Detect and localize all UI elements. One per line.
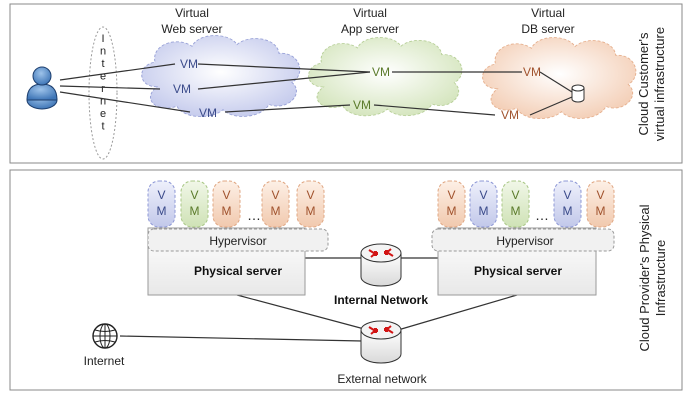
- right_server-vm-1-letter: V: [447, 188, 455, 202]
- right-hypervisor-box: [431, 228, 615, 252]
- left_server-vm-3: [212, 180, 241, 228]
- bottom-panel-title-line2: Infrastructure: [653, 240, 668, 317]
- right-hypervisor-label: Hypervisor: [496, 234, 553, 248]
- right_server-vm-4: [553, 180, 582, 228]
- right-physical-server-label: Physical server: [474, 264, 562, 278]
- left-hypervisor-box: [147, 228, 329, 252]
- db-vm-1: VM: [523, 65, 541, 79]
- right_server-vm-2-letter: M: [479, 204, 489, 218]
- left_server-vm-2-letter: V: [190, 188, 198, 202]
- web-vm-3: VM: [199, 106, 217, 120]
- left-physical-server: Hypervisor Physical server VMVMVMVMVM …: [147, 180, 329, 296]
- globe-icon: [92, 323, 118, 349]
- right-vm-ellipsis: …: [535, 207, 549, 223]
- right_server-vm-1-letter: M: [447, 204, 457, 218]
- left_server-vm-4-letter: V: [271, 188, 279, 202]
- left_server-vm-3-letter: V: [222, 188, 230, 202]
- internet-cloud: [88, 26, 118, 160]
- db-vm-2: VM: [501, 108, 519, 122]
- right_server-vm-5-letter: M: [596, 204, 606, 218]
- app-vm-1: VM: [372, 65, 390, 79]
- right_server-vm-1: [437, 180, 466, 228]
- right_server-vm-3-letter: M: [511, 204, 521, 218]
- left_server-vm-5: [296, 180, 325, 228]
- right_server-vm-2: [469, 180, 498, 228]
- db-tier-label-line1: Virtual: [531, 6, 565, 20]
- database-icon: [571, 84, 585, 103]
- internal-router-icon: [360, 243, 402, 287]
- top-connections: [59, 63, 573, 116]
- right_server-vm-4-letter: V: [563, 188, 571, 202]
- db-server-cloud: [482, 37, 637, 120]
- right_server-vm-3-letter: V: [511, 188, 519, 202]
- left_server-vm-2: [180, 180, 209, 228]
- right_server-vm-2-letter: V: [479, 188, 487, 202]
- web-vm-1: VM: [180, 57, 198, 71]
- right_server-vm-5-letter: V: [596, 188, 604, 202]
- left_server-vm-4: [261, 180, 290, 228]
- internet-globe-label: Internet: [84, 354, 125, 368]
- right_server-vm-4-letter: M: [563, 204, 573, 218]
- app-tier-label-line2: App server: [341, 22, 399, 36]
- left_server-vm-5-letter: V: [306, 188, 314, 202]
- top-panel-title-line1: Cloud Customer's: [636, 32, 651, 135]
- bottom-connections: [119, 257, 518, 342]
- web-tier-label-line1: Virtual: [175, 6, 209, 20]
- left_server-vm-5-letter: M: [306, 204, 316, 218]
- app-tier-label-line1: Virtual: [353, 6, 387, 20]
- web-vm-2: VM: [173, 82, 191, 96]
- left_server-vm-1-letter: V: [157, 188, 165, 202]
- left_server-vm-4-letter: M: [271, 204, 281, 218]
- external-router-icon: [360, 320, 402, 364]
- left_server-vm-3-letter: M: [222, 204, 232, 218]
- right_server-vm-5: [586, 180, 615, 228]
- top-panel-title-line2: virtual infrastructure: [652, 27, 667, 141]
- left-physical-server-label: Physical server: [194, 264, 282, 278]
- user-icon: [26, 66, 58, 110]
- bottom-panel-title-line1: Cloud Provider's Physical: [637, 204, 652, 351]
- internal-network-label: Internal Network: [334, 293, 428, 307]
- left_server-vm-2-letter: M: [190, 204, 200, 218]
- db-tier-label-line2: DB server: [521, 22, 574, 36]
- app-vm-2: VM: [353, 98, 371, 112]
- right_server-vm-3: [501, 180, 530, 228]
- external-network-label: External network: [337, 372, 427, 386]
- right-physical-server: Hypervisor Physical server VMVMVMVMVM …: [431, 180, 615, 296]
- left_server-vm-1: [147, 180, 176, 228]
- left-vm-ellipsis: …: [247, 207, 261, 223]
- web-server-cloud: [141, 35, 301, 118]
- left-hypervisor-label: Hypervisor: [209, 234, 266, 248]
- left_server-vm-1-letter: M: [157, 204, 167, 218]
- web-tier-label-line2: Web server: [161, 22, 222, 36]
